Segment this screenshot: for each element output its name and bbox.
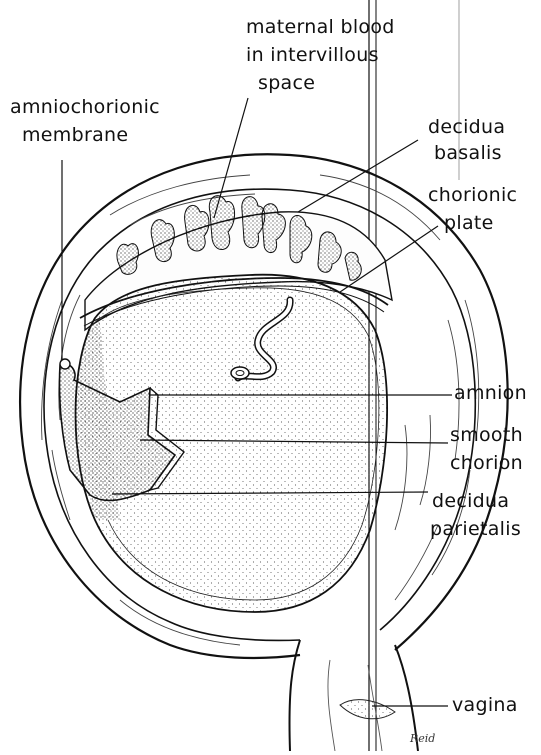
label-maternal-blood-line1: maternal blood bbox=[246, 16, 395, 38]
artist-signature: Reid bbox=[410, 732, 435, 745]
label-decidua-basalis-line2: basalis bbox=[434, 142, 502, 164]
label-maternal-blood-line2: in intervillous bbox=[246, 44, 379, 66]
label-amniochorionic-line2: membrane bbox=[22, 124, 128, 146]
label-decidua-basalis-line1: decidua bbox=[428, 116, 505, 138]
label-vagina: vagina bbox=[452, 694, 518, 716]
label-chorionic-plate-line2: plate bbox=[444, 212, 494, 234]
label-smooth-chorion-line1: smooth bbox=[450, 424, 523, 446]
label-amnion: amnion bbox=[454, 382, 527, 404]
label-chorionic-plate-line1: chorionic bbox=[428, 184, 517, 206]
label-decidua-parietalis-line2: parietalis bbox=[430, 518, 521, 540]
label-amniochorionic-line1: amniochorionic bbox=[10, 96, 160, 118]
label-maternal-blood-line3: space bbox=[258, 72, 315, 94]
label-decidua-parietalis-line1: decidua bbox=[432, 490, 509, 512]
label-smooth-chorion-line2: chorion bbox=[450, 452, 523, 474]
